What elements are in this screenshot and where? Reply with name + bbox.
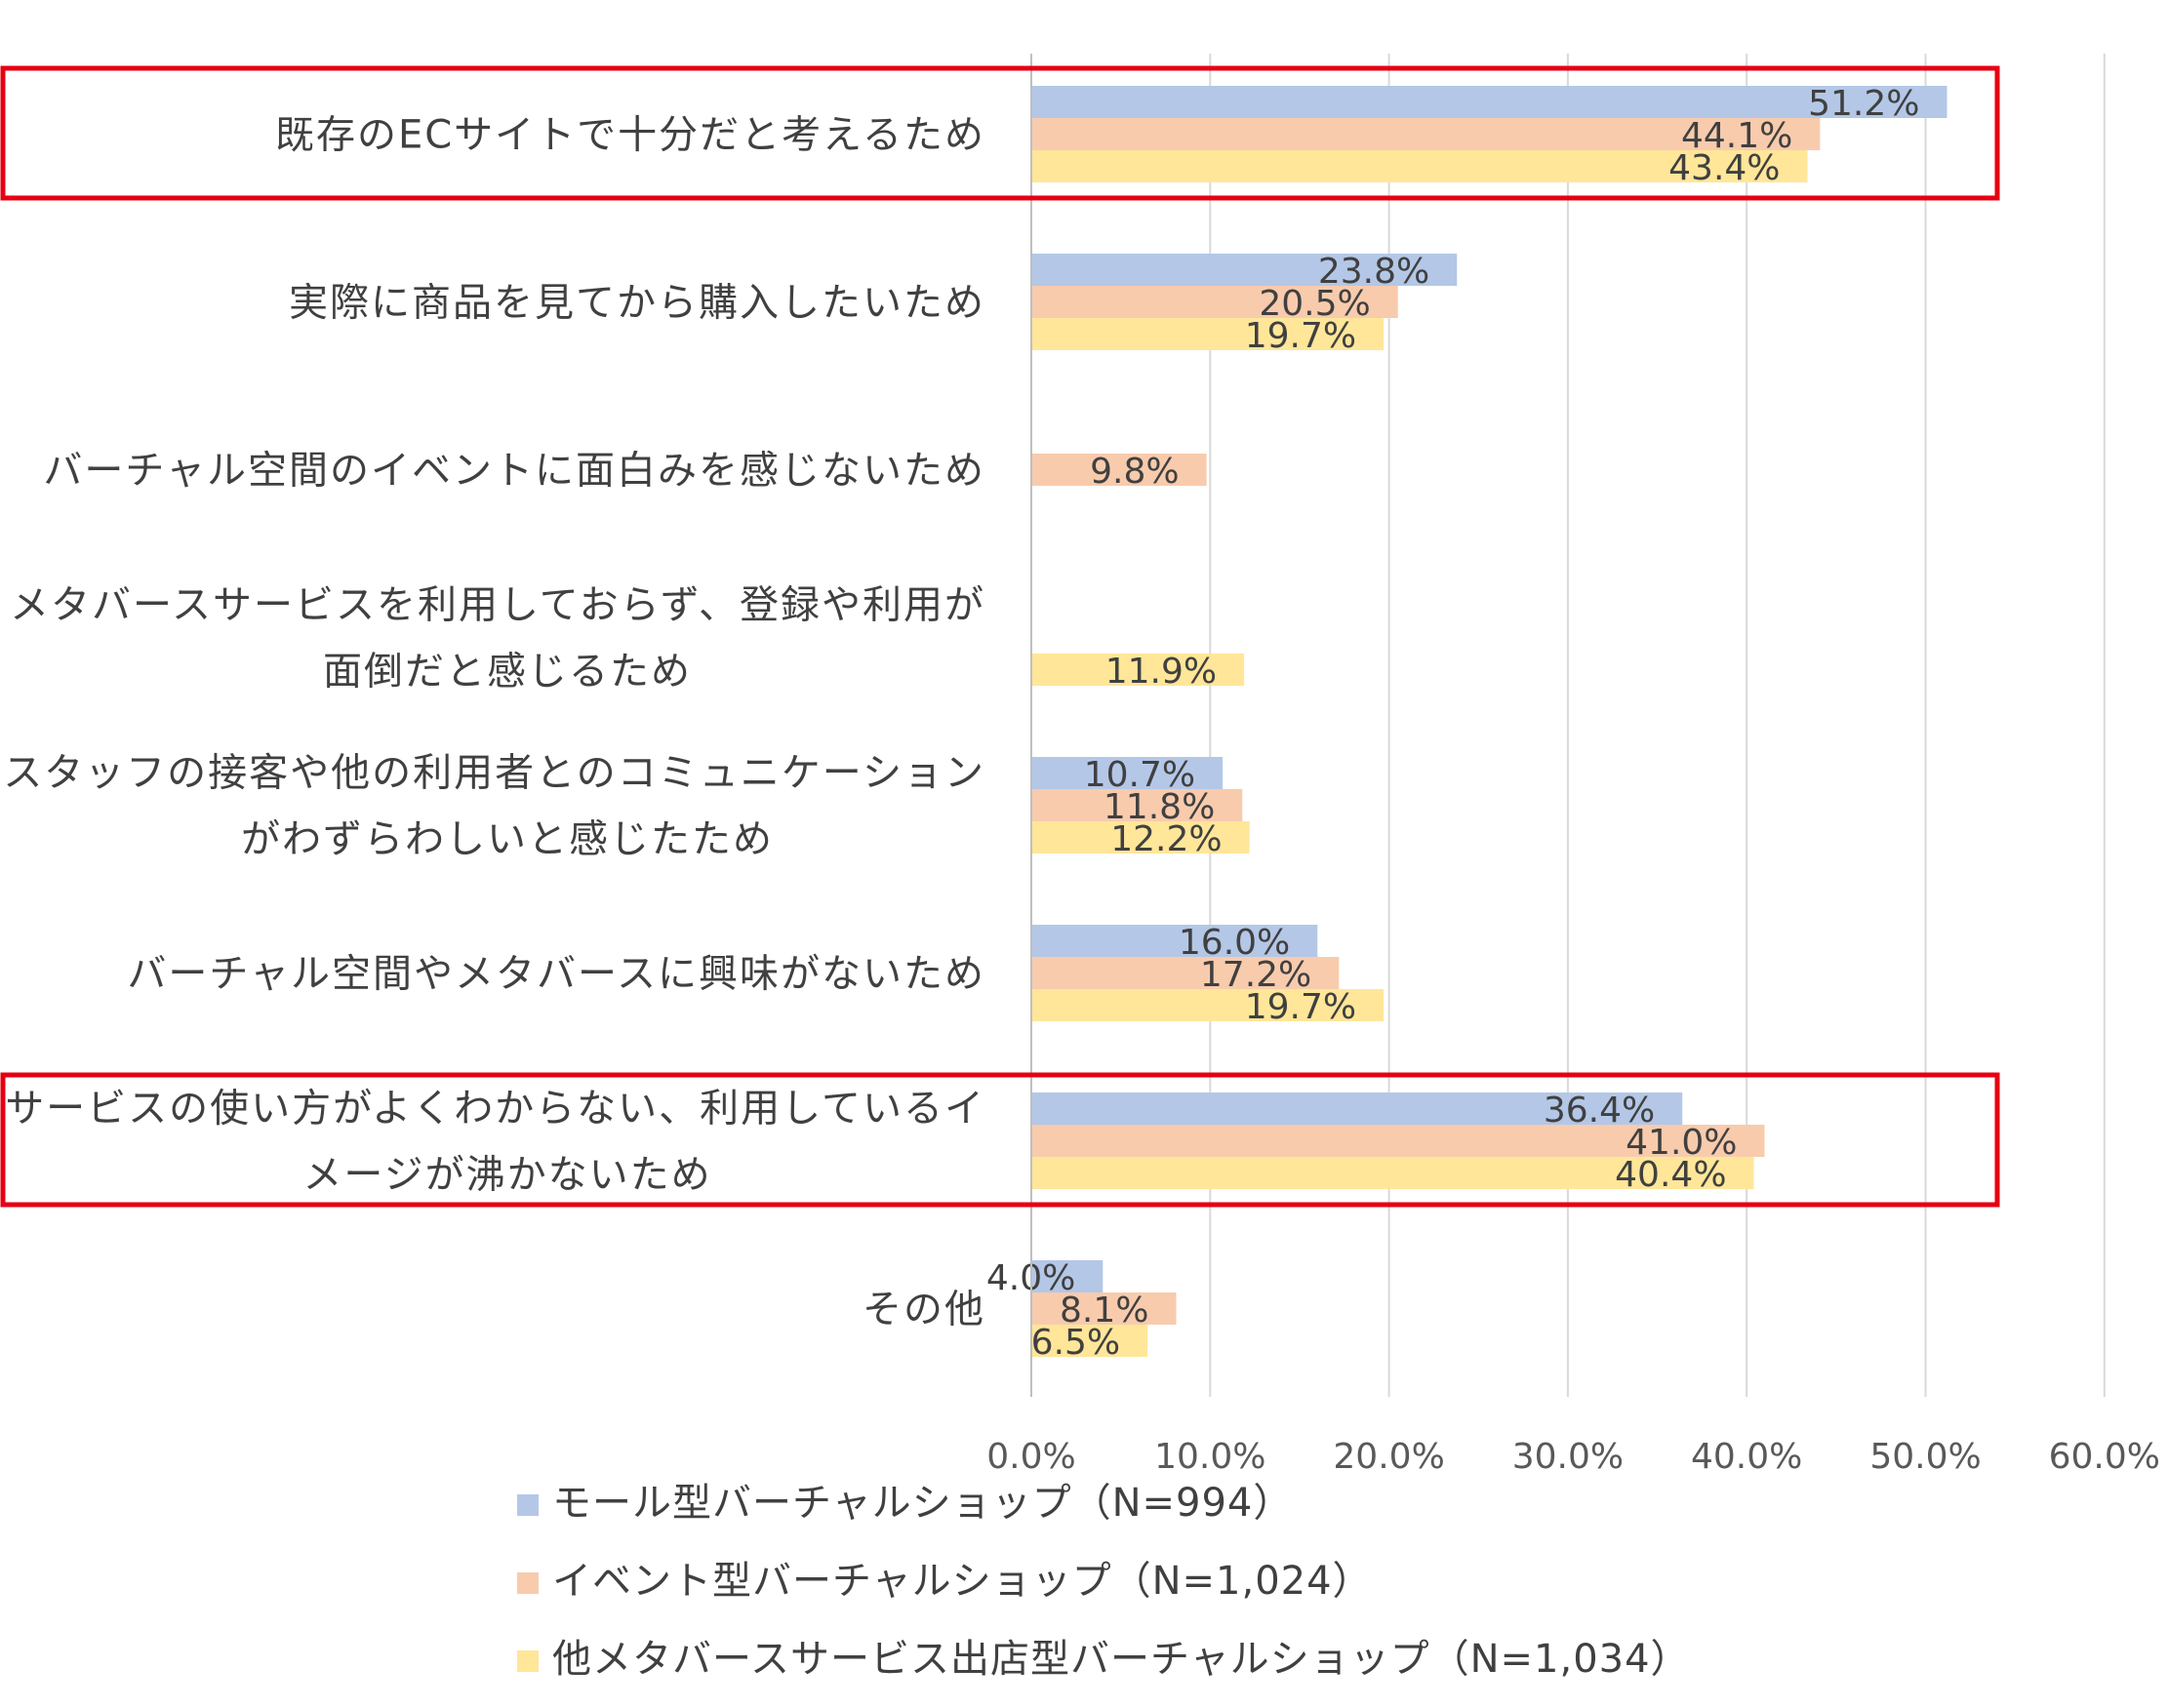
bar bbox=[1031, 1325, 1148, 1357]
category-label: 実際に商品を見てから購入したいため bbox=[289, 281, 985, 326]
data-label: 8.1% bbox=[1060, 1291, 1148, 1331]
data-label: 40.4% bbox=[1615, 1155, 1726, 1195]
x-tick-label: 60.0% bbox=[2049, 1437, 2160, 1477]
bar bbox=[1031, 454, 1207, 486]
x-tick-label: 20.0% bbox=[1333, 1437, 1444, 1477]
bar bbox=[1031, 789, 1243, 821]
legend-swatch bbox=[517, 1572, 539, 1594]
data-label: 43.4% bbox=[1668, 148, 1780, 188]
category-label: その他 bbox=[863, 1288, 985, 1332]
bar bbox=[1031, 150, 1808, 182]
data-label: 19.7% bbox=[1245, 987, 1356, 1027]
highlight-boxes bbox=[0, 65, 2000, 1208]
data-label: 9.8% bbox=[1090, 452, 1179, 492]
data-label: 6.5% bbox=[1031, 1323, 1120, 1363]
bar bbox=[1031, 654, 1245, 686]
bar bbox=[1031, 1260, 1104, 1292]
x-tick-label: 0.0% bbox=[986, 1437, 1075, 1477]
data-label: 17.2% bbox=[1200, 955, 1311, 995]
highlight-box bbox=[0, 1072, 2000, 1208]
category-label: スタッフの接客や他の利用者とのコミュニケーション bbox=[3, 751, 985, 796]
bar bbox=[1031, 1157, 1754, 1189]
legend-label: モール型バーチャルショップ（N=994） bbox=[552, 1481, 1293, 1526]
data-label: 19.7% bbox=[1245, 316, 1356, 356]
x-tick-label: 30.0% bbox=[1512, 1437, 1624, 1477]
bar bbox=[1031, 254, 1458, 286]
x-tick-label: 10.0% bbox=[1154, 1437, 1265, 1477]
category-label: 既存のECサイトで十分だと考えるため bbox=[275, 113, 985, 158]
data-label: 10.7% bbox=[1084, 755, 1195, 795]
data-label: 51.2% bbox=[1808, 84, 1919, 124]
category-label: バーチャル空間やメタバースに興味がないため bbox=[127, 952, 985, 997]
category-label: がわずらわしいと感じたため bbox=[241, 817, 774, 862]
category-labels: 既存のECサイトで十分だと考えるため実際に商品を見てから購入したいためバーチャル… bbox=[3, 113, 985, 1332]
bar bbox=[1031, 957, 1340, 989]
data-label: 11.8% bbox=[1104, 787, 1215, 827]
data-label: 44.1% bbox=[1681, 116, 1792, 156]
bar bbox=[1031, 1292, 1177, 1325]
category-label: サービスの使い方がよくわからない、利用しているイ bbox=[5, 1087, 985, 1132]
x-tick-label: 40.0% bbox=[1691, 1437, 1802, 1477]
bar bbox=[1031, 821, 1250, 854]
bar bbox=[1031, 1092, 1683, 1125]
data-labels: 51.2%44.1%43.4%23.8%20.5%19.7%9.8%11.9%1… bbox=[986, 84, 1920, 1363]
legend-label: 他メタバースサービス出店型バーチャルショップ（N=1,034） bbox=[552, 1637, 1691, 1682]
bar bbox=[1031, 989, 1385, 1021]
data-label: 16.0% bbox=[1179, 923, 1290, 963]
bar bbox=[1031, 118, 1821, 150]
data-label: 41.0% bbox=[1626, 1123, 1737, 1163]
legend-label: イベント型バーチャルショップ（N=1,024） bbox=[552, 1559, 1373, 1604]
data-label: 12.2% bbox=[1110, 819, 1222, 859]
bar bbox=[1031, 925, 1318, 957]
data-label: 23.8% bbox=[1318, 252, 1429, 292]
data-label: 20.5% bbox=[1259, 284, 1370, 324]
bar bbox=[1031, 86, 1947, 118]
category-label: メージが沸かないため bbox=[302, 1153, 711, 1198]
x-tick-labels: 0.0% 10.0% 20.0% 30.0% 40.0% 50.0% 60.0% bbox=[986, 1437, 2160, 1477]
bar bbox=[1031, 318, 1385, 350]
bar bbox=[1031, 1125, 1765, 1157]
category-label: 面倒だと感じるため bbox=[323, 650, 692, 695]
bar bbox=[1031, 286, 1398, 318]
legend: モール型バーチャルショップ（N=994） イベント型バーチャルショップ（N=1,0… bbox=[517, 1481, 1691, 1682]
bar bbox=[1031, 757, 1224, 789]
legend-swatch bbox=[517, 1650, 539, 1672]
legend-swatch bbox=[517, 1494, 539, 1516]
bars bbox=[1031, 86, 1947, 1357]
category-label: バーチャル空間のイベントに面白みを感じないため bbox=[43, 449, 985, 494]
x-tick-label: 50.0% bbox=[1869, 1437, 1981, 1477]
data-label: 11.9% bbox=[1105, 652, 1217, 692]
category-label: メタバースサービスを利用しておらず、登録や利用が bbox=[10, 583, 985, 628]
highlight-box bbox=[0, 65, 2000, 201]
data-label: 36.4% bbox=[1544, 1091, 1655, 1131]
